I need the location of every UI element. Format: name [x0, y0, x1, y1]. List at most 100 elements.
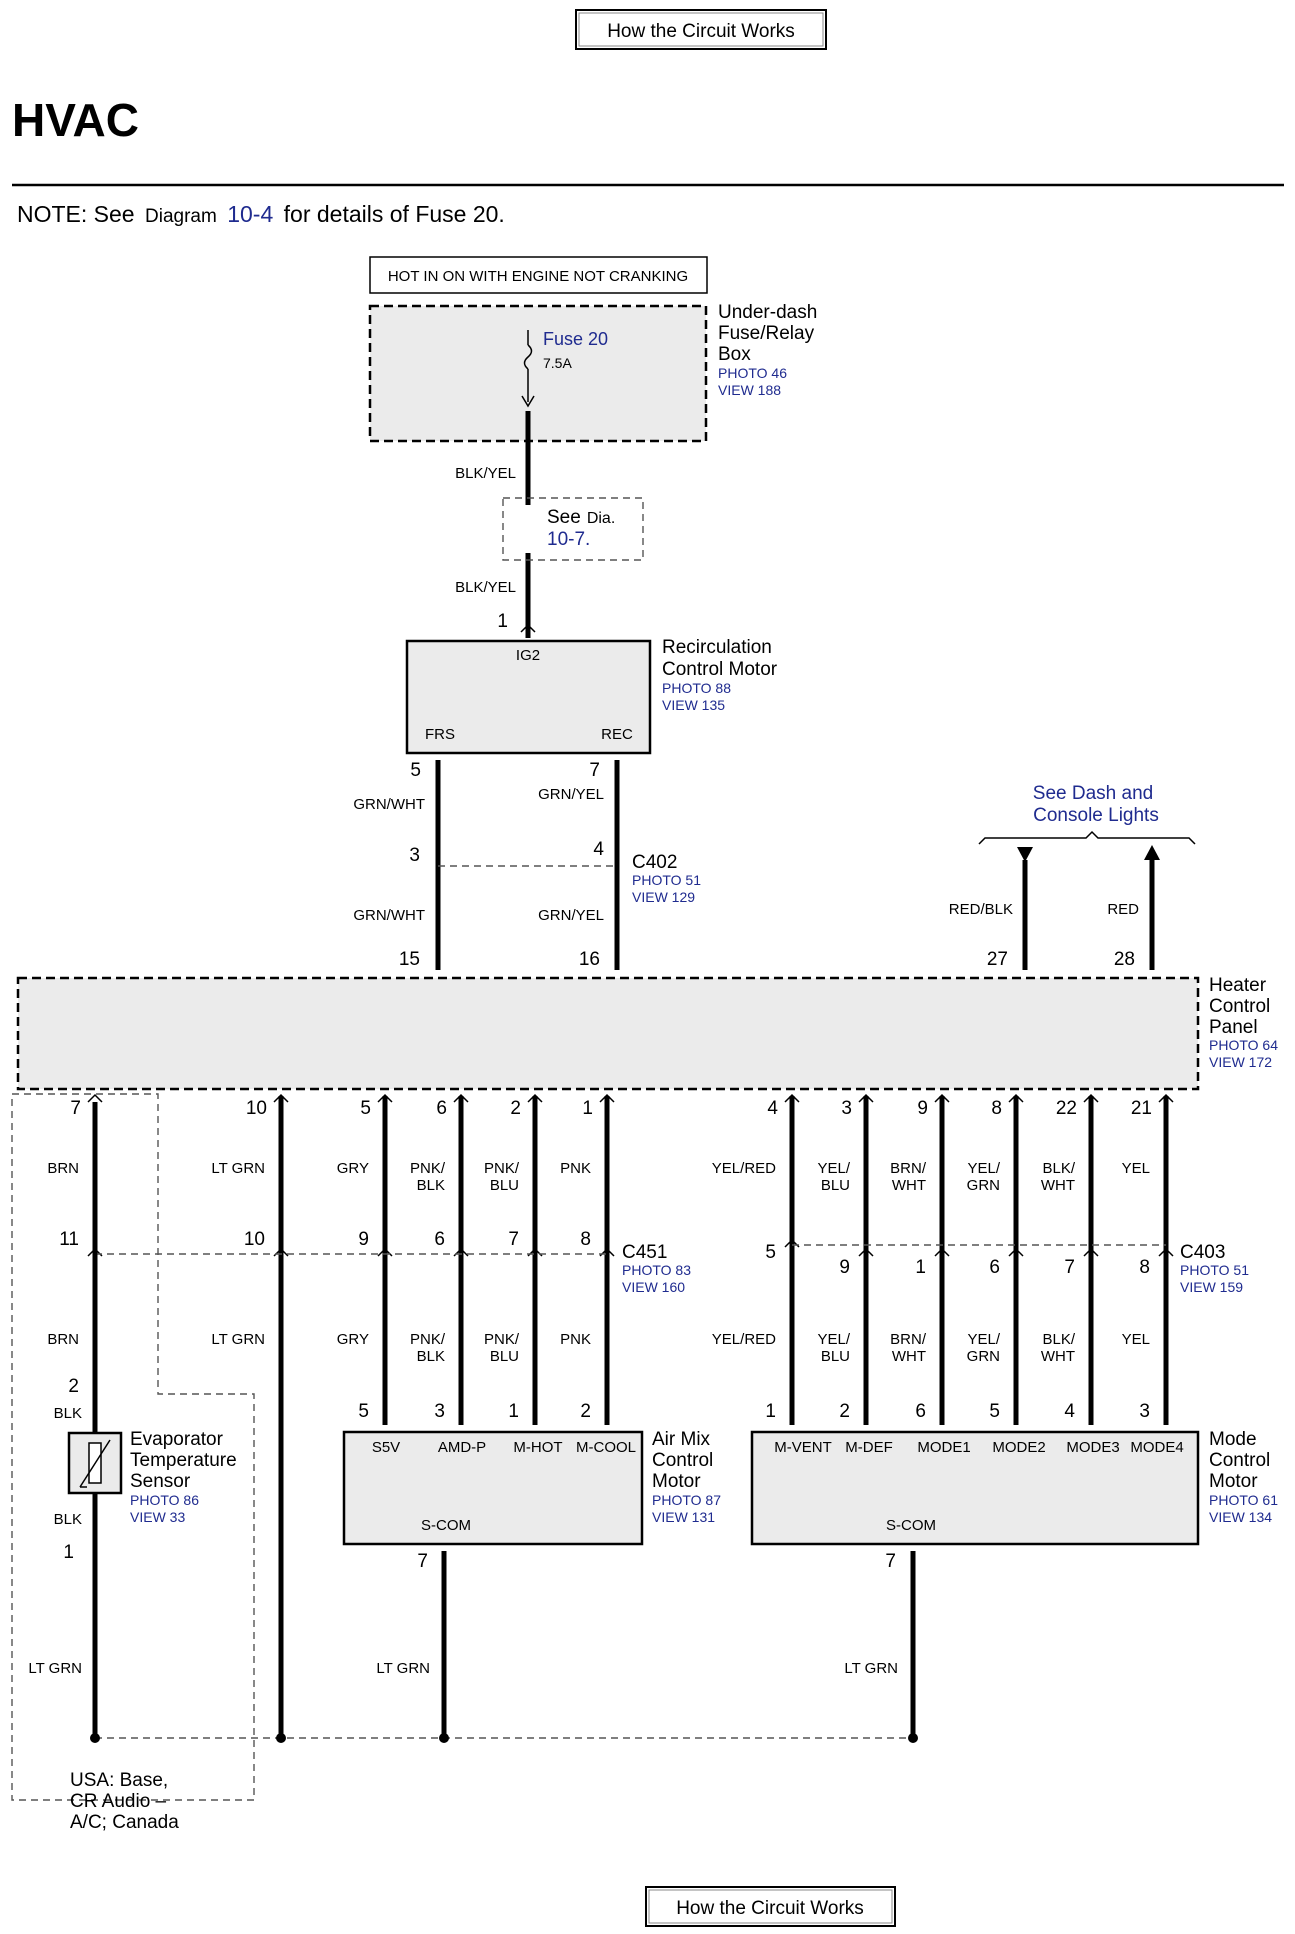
- wire-color-label-lower: PNK/BLU: [484, 1331, 520, 1365]
- heater-photo-link[interactable]: PHOTO 64: [1209, 1037, 1278, 1053]
- hot-label-box: [369, 256, 708, 294]
- see-dia-link[interactable]: 10-7.: [547, 529, 590, 550]
- wire-color-label-upper: YEL: [1122, 1160, 1150, 1177]
- heater-bottom-pin: 22: [1056, 1098, 1077, 1119]
- fuse-box-view-link[interactable]: VIEW 188: [718, 382, 781, 398]
- fuse-icon: [523, 344, 533, 370]
- how-circuit-works-button-bottom[interactable]: How the Circuit Works: [645, 1886, 896, 1927]
- page-title: HVAC: [12, 94, 139, 146]
- air-mix-terminal-m-cool: M-COOL: [576, 1439, 636, 1456]
- wire-color-label-upper: BRN/WHT: [890, 1160, 927, 1194]
- connector-pin: 11: [59, 1229, 79, 1250]
- air-mix-view-link[interactable]: VIEW 131: [652, 1509, 715, 1525]
- air-mix-terminal-s5v: S5V: [372, 1439, 400, 1456]
- recirc-view-link[interactable]: VIEW 135: [662, 697, 725, 713]
- evap-pin-1: 1: [63, 1542, 74, 1563]
- component-pin: 1: [765, 1401, 776, 1422]
- connector-mark: [1008, 1247, 1024, 1257]
- terminal-mark: [527, 1093, 543, 1103]
- variant-note-1: USA: Base,: [70, 1770, 168, 1791]
- wire-label-red: RED: [1107, 901, 1139, 918]
- heater-name-2: Control: [1209, 996, 1270, 1017]
- mode-name-1: Mode: [1209, 1429, 1257, 1450]
- wire-color-label-lower: YEL/GRN: [967, 1331, 1001, 1365]
- dash-lights-link-2[interactable]: Console Lights: [1033, 805, 1159, 826]
- mode-view-link[interactable]: VIEW 134: [1209, 1509, 1272, 1525]
- heater-bottom-pin: 2: [510, 1098, 521, 1119]
- heater-pin-27: 27: [987, 949, 1008, 970]
- c402-pin-4: 4: [593, 839, 604, 860]
- heater-view-link[interactable]: VIEW 172: [1209, 1054, 1272, 1070]
- component-pin: 5: [989, 1401, 1000, 1422]
- wire-label-red-blk: RED/BLK: [949, 901, 1013, 918]
- terminal-mark: [453, 1093, 469, 1103]
- c402-photo-link[interactable]: PHOTO 51: [632, 872, 701, 888]
- terminal-mark: [934, 1093, 950, 1103]
- terminal-mark: [87, 1093, 103, 1103]
- air-mix-pin-com: 7: [417, 1551, 428, 1572]
- wire-label-grn-wht-1: GRN/WHT: [353, 796, 425, 813]
- evap-view-link[interactable]: VIEW 33: [130, 1509, 185, 1525]
- heater-bottom-pin: 8: [991, 1098, 1002, 1119]
- dash-lights-bracket: [978, 830, 1196, 845]
- wire-label-blk-yel-1: BLK/YEL: [455, 465, 516, 482]
- c402-view-link[interactable]: VIEW 129: [632, 889, 695, 905]
- wire-color-label-lower: PNK/BLK: [410, 1331, 446, 1365]
- note-diagram-link[interactable]: 10-4: [227, 201, 273, 227]
- note-diagram-word: Diagram: [145, 206, 217, 227]
- mode-terminal-mode4: MODE4: [1130, 1439, 1183, 1456]
- wire-color-label-upper: GRY: [337, 1160, 369, 1177]
- component-pin: 3: [434, 1401, 445, 1422]
- dash-lights-link-1[interactable]: See Dash and: [1033, 783, 1153, 804]
- evap-photo-link[interactable]: PHOTO 86: [130, 1492, 199, 1508]
- c451-view-link[interactable]: VIEW 160: [622, 1279, 685, 1295]
- component-pin: 4: [1064, 1401, 1075, 1422]
- wire-label-evap-blk-2: BLK: [54, 1511, 82, 1528]
- see-dia-box: [502, 497, 644, 561]
- heater-pin-15: 15: [399, 949, 420, 970]
- heater-pin-16: 16: [579, 949, 600, 970]
- c403-photo-link[interactable]: PHOTO 51: [1180, 1262, 1249, 1278]
- c451-photo-link[interactable]: PHOTO 83: [622, 1262, 691, 1278]
- terminal-mark: [273, 1093, 289, 1103]
- fuse-box-photo-link[interactable]: PHOTO 46: [718, 365, 787, 381]
- fuse-box-name-3: Box: [718, 344, 751, 365]
- connector-pin: 1: [915, 1257, 926, 1278]
- terminal-mark: [1158, 1093, 1174, 1103]
- fuse-box-name-2: Fuse/Relay: [718, 323, 815, 344]
- c403-view-link[interactable]: VIEW 159: [1180, 1279, 1243, 1295]
- fuse-20-link[interactable]: Fuse 20: [543, 329, 608, 349]
- connector-mark: [1158, 1247, 1174, 1257]
- air-mix-terminal-m-hot: M-HOT: [513, 1439, 562, 1456]
- wire-color-label-lower: YEL: [1122, 1331, 1150, 1348]
- connector-pin: 7: [508, 1229, 519, 1250]
- heater-bottom-pin: 10: [246, 1098, 267, 1119]
- wire-color-label-lower: LT GRN: [211, 1331, 265, 1348]
- heater-bottom-pin: 5: [360, 1098, 371, 1119]
- air-mix-photo-link[interactable]: PHOTO 87: [652, 1492, 721, 1508]
- terminal-mark: [784, 1093, 800, 1103]
- mode-terminal-mode3: MODE3: [1066, 1439, 1119, 1456]
- wire-color-label-upper: PNK: [560, 1160, 591, 1177]
- how-circuit-works-label-top: How the Circuit Works: [607, 21, 795, 42]
- fuse-box-name-1: Under-dash: [718, 302, 817, 323]
- how-circuit-works-button-top[interactable]: How the Circuit Works: [575, 9, 827, 50]
- evap-pin-2: 2: [68, 1376, 79, 1397]
- recirc-pin-rec: 7: [589, 760, 600, 781]
- mode-photo-link[interactable]: PHOTO 61: [1209, 1492, 1278, 1508]
- heater-bottom-pin: 6: [436, 1098, 447, 1119]
- arrow-up-icon: [1144, 845, 1160, 860]
- recirc-photo-link[interactable]: PHOTO 88: [662, 680, 731, 696]
- evap-name-3: Sensor: [130, 1471, 191, 1492]
- arrow-down-icon: [1017, 847, 1033, 862]
- connector-pin: 7: [1064, 1257, 1075, 1278]
- splice-dot: [90, 1733, 100, 1743]
- connector-mark: [1083, 1247, 1099, 1257]
- heater-bottom-pin: 1: [582, 1098, 593, 1119]
- wire-color-label-lower: YEL/RED: [712, 1331, 776, 1348]
- terminal-mark: [858, 1093, 874, 1103]
- heater-bottom-pin: 7: [70, 1098, 81, 1119]
- recirc-name-2: Control Motor: [662, 659, 778, 680]
- mode-control-motor: [750, 1430, 1200, 1546]
